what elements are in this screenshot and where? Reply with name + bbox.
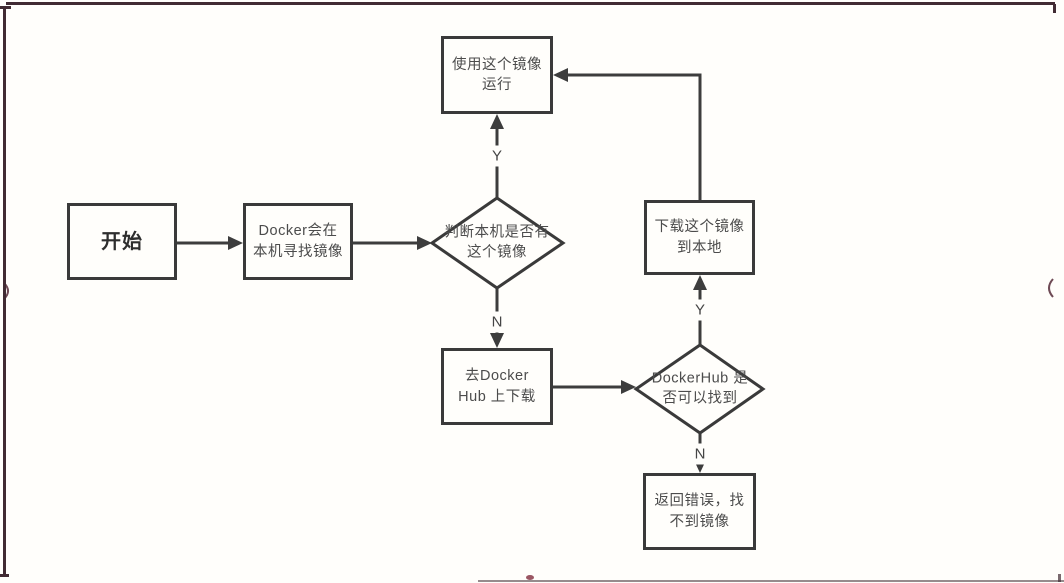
- scan-artifact-top-right-notch: [1053, 4, 1056, 13]
- decision-diamonds: [429, 196, 766, 435]
- node-start: 开始: [67, 203, 177, 280]
- diamond-check-hub: [633, 343, 766, 435]
- node-error-label: 返回错误，找 不到镜像: [654, 493, 745, 530]
- arrowhead-into-checkhub: [621, 380, 636, 394]
- node-use-image: 使用这个镜像 运行: [441, 36, 553, 114]
- scan-artifact-bottom-left-foot: [0, 574, 9, 577]
- scan-curve-marks: [3, 278, 1054, 300]
- node-error: 返回错误，找 不到镜像: [643, 473, 756, 550]
- node-download-local: 下载这个镜像 到本地: [644, 200, 755, 275]
- node-search-local-label: Docker会在 本机寻找镜像: [253, 223, 343, 260]
- node-download-hub-label: 去Docker Hub 上下载: [458, 368, 536, 405]
- node-download-hub: 去Docker Hub 上下载: [441, 348, 553, 425]
- diamond-check-local-label: 判断本机是否有 这个镜像: [444, 224, 550, 261]
- node-search-local: Docker会在 本机寻找镜像: [243, 203, 353, 280]
- arrowhead-into-use-right: [553, 68, 568, 82]
- edge-label-check-hub-yes: Y: [691, 299, 709, 321]
- edge-label-check-local-no: N: [488, 311, 506, 333]
- node-start-label: 开始: [101, 230, 143, 253]
- diamond-check-hub-label: DockerHub 是 否可以找到: [651, 370, 749, 407]
- arrowhead-into-check: [417, 236, 432, 250]
- node-use-image-label: 使用这个镜像 运行: [452, 56, 542, 93]
- scan-artifact-top-border: [6, 2, 1055, 5]
- node-download-local-label: 下载这个镜像 到本地: [654, 219, 745, 256]
- arrowhead-into-download: [693, 275, 707, 290]
- edge-download-use: [567, 73, 702, 200]
- edge-label-check-hub-no: N: [691, 443, 709, 465]
- scan-artifact-right-paren: [1048, 278, 1054, 298]
- arrowhead-into-hub: [490, 333, 504, 348]
- scan-artifact-top-left-step: [0, 6, 11, 9]
- scan-artifact-red-speck: [526, 575, 534, 580]
- scan-artifact-bottom-right-tick: [1058, 574, 1061, 582]
- edge-label-check-local-yes: Y: [488, 145, 506, 167]
- arrowhead-into-search: [228, 236, 243, 250]
- arrowhead-into-use: [490, 114, 504, 129]
- diamond-check-local: [429, 196, 566, 290]
- scan-artifact-left-border: [3, 8, 6, 575]
- scan-artifact-bottom-line: [478, 580, 1064, 582]
